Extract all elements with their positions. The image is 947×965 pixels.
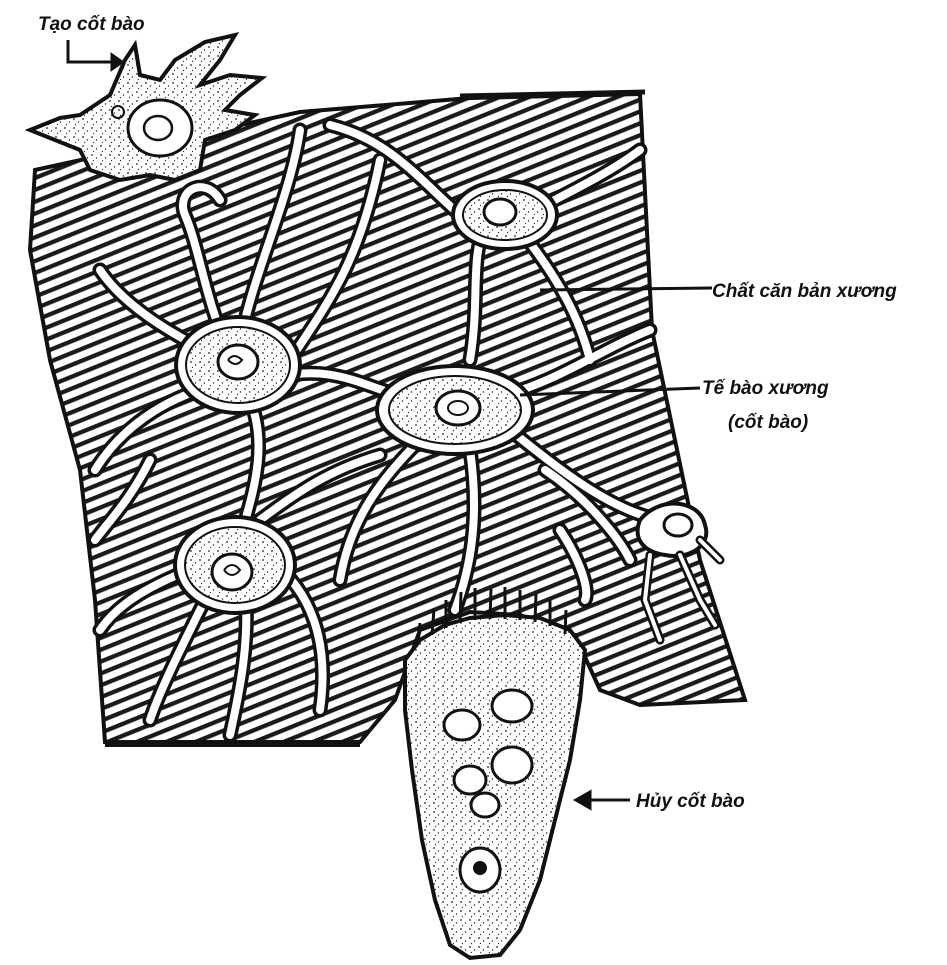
matrix-leader (540, 288, 712, 290)
label-osteoclast: Hủy cốt bào (636, 791, 745, 812)
osteocyte-upper-left (176, 317, 300, 413)
osteocyte-top-right (453, 181, 557, 249)
label-osteocyte-line2: (cốt bào) (728, 412, 808, 433)
osteocyte-center (377, 366, 533, 454)
osteoclast-cell (405, 587, 585, 958)
label-osteoblast: Tạo cốt bào (38, 14, 145, 35)
osteocyte-lower-left (175, 517, 295, 613)
label-osteocyte-line1: Tế bào xương (702, 378, 829, 399)
osteoclast-arrowhead (576, 792, 590, 808)
label-bone-matrix: Chất căn bản xương (712, 281, 897, 302)
